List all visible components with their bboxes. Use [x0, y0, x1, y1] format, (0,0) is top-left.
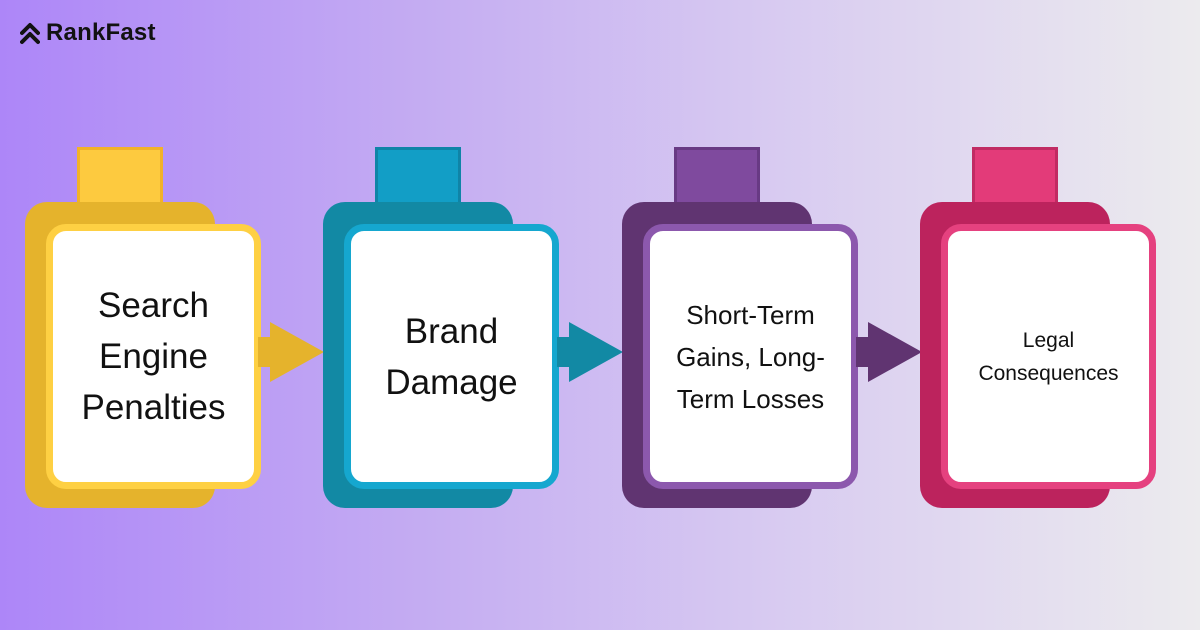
arrow-right-icon: [258, 322, 324, 382]
step-label: Legal Consequences: [978, 328, 1119, 385]
step-label: Search Engine Penalties: [81, 286, 226, 427]
step-card-legal-consequences: Legal Consequences: [920, 147, 1156, 509]
card-front: Search Engine Penalties: [46, 224, 261, 489]
double-chevron-up-icon: [20, 23, 40, 44]
card-front: Short-Term Gains, Long-Term Losses: [643, 224, 858, 489]
brand-name: RankFast: [46, 19, 156, 46]
step-card-search-engine-penalties: Search Engine Penalties: [25, 147, 261, 509]
step-label: Brand Damage: [385, 311, 518, 402]
arrow-shape: [856, 322, 922, 382]
card-front: Legal Consequences: [941, 224, 1156, 489]
step-card-brand-damage: Brand Damage: [323, 147, 559, 509]
step-card-short-term-gains: Short-Term Gains, Long-Term Losses: [622, 147, 858, 509]
card-front: Brand Damage: [344, 224, 559, 489]
step-label: Short-Term Gains, Long-Term Losses: [676, 299, 825, 414]
brand-logo: RankFast: [20, 18, 156, 48]
arrow-shape: [258, 322, 324, 382]
arrow-shape: [557, 322, 623, 382]
arrow-right-icon: [856, 322, 922, 382]
arrow-right-icon: [557, 322, 623, 382]
